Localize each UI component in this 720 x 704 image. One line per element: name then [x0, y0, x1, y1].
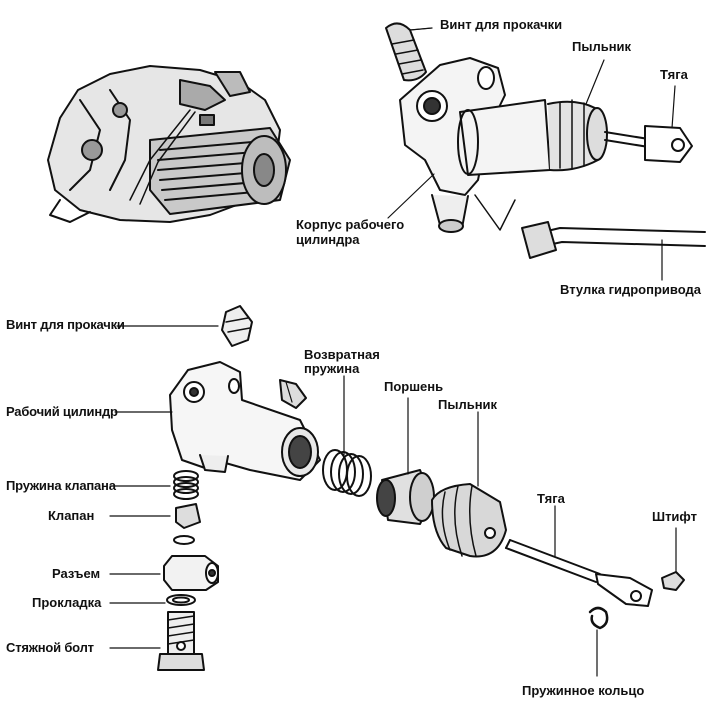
label-return-spring-2: пружина	[304, 361, 360, 376]
leader-lines	[109, 27, 677, 677]
small-bolt-part	[279, 379, 307, 409]
label-gasket: Прокладка	[32, 595, 102, 610]
label-slave-cylinder: Рабочий цилиндр	[6, 404, 118, 419]
label-valve-spring: Пружина клапана	[6, 478, 116, 493]
union-bolt-part	[157, 611, 205, 671]
valve-spring-part	[173, 470, 199, 500]
label-boot-top: Пыльник	[572, 39, 632, 54]
label-union-bolt: Стяжной болт	[6, 640, 94, 655]
label-bleed-screw: Винт для прокачки	[6, 317, 125, 332]
valve-part	[173, 503, 201, 545]
assembled-cylinder-illustration	[385, 22, 706, 259]
rod-part	[505, 539, 653, 607]
label-hydraulic-sleeve: Втулка гидропривода	[560, 282, 701, 297]
label-pin: Штифт	[652, 509, 697, 524]
label-cylinder-body-2: цилиндра	[296, 232, 360, 247]
boot-part	[431, 483, 507, 558]
label-boot: Пыльник	[438, 397, 498, 412]
label-connector: Разъем	[52, 566, 101, 581]
gasket-part	[166, 594, 196, 606]
label-return-spring-1: Возвратная	[304, 347, 380, 362]
pin-part	[661, 571, 685, 591]
label-bleed-screw-top: Винт для прокачки	[440, 17, 563, 32]
label-rod: Тяга	[537, 491, 565, 506]
piston-part	[376, 469, 435, 525]
label-rod-top: Тяга	[660, 67, 688, 82]
label-valve: Клапан	[48, 508, 95, 523]
slave-cylinder-part	[169, 361, 321, 481]
label-circlip: Пружинное кольцо	[522, 683, 645, 698]
label-piston: Поршень	[384, 379, 444, 394]
transmission-illustration	[47, 65, 291, 223]
connector-part	[163, 555, 219, 591]
return-spring-part	[322, 449, 372, 497]
label-cylinder-body-1: Корпус рабочего	[296, 217, 405, 232]
bleed-screw-part	[221, 305, 253, 347]
circlip-part	[588, 606, 609, 630]
